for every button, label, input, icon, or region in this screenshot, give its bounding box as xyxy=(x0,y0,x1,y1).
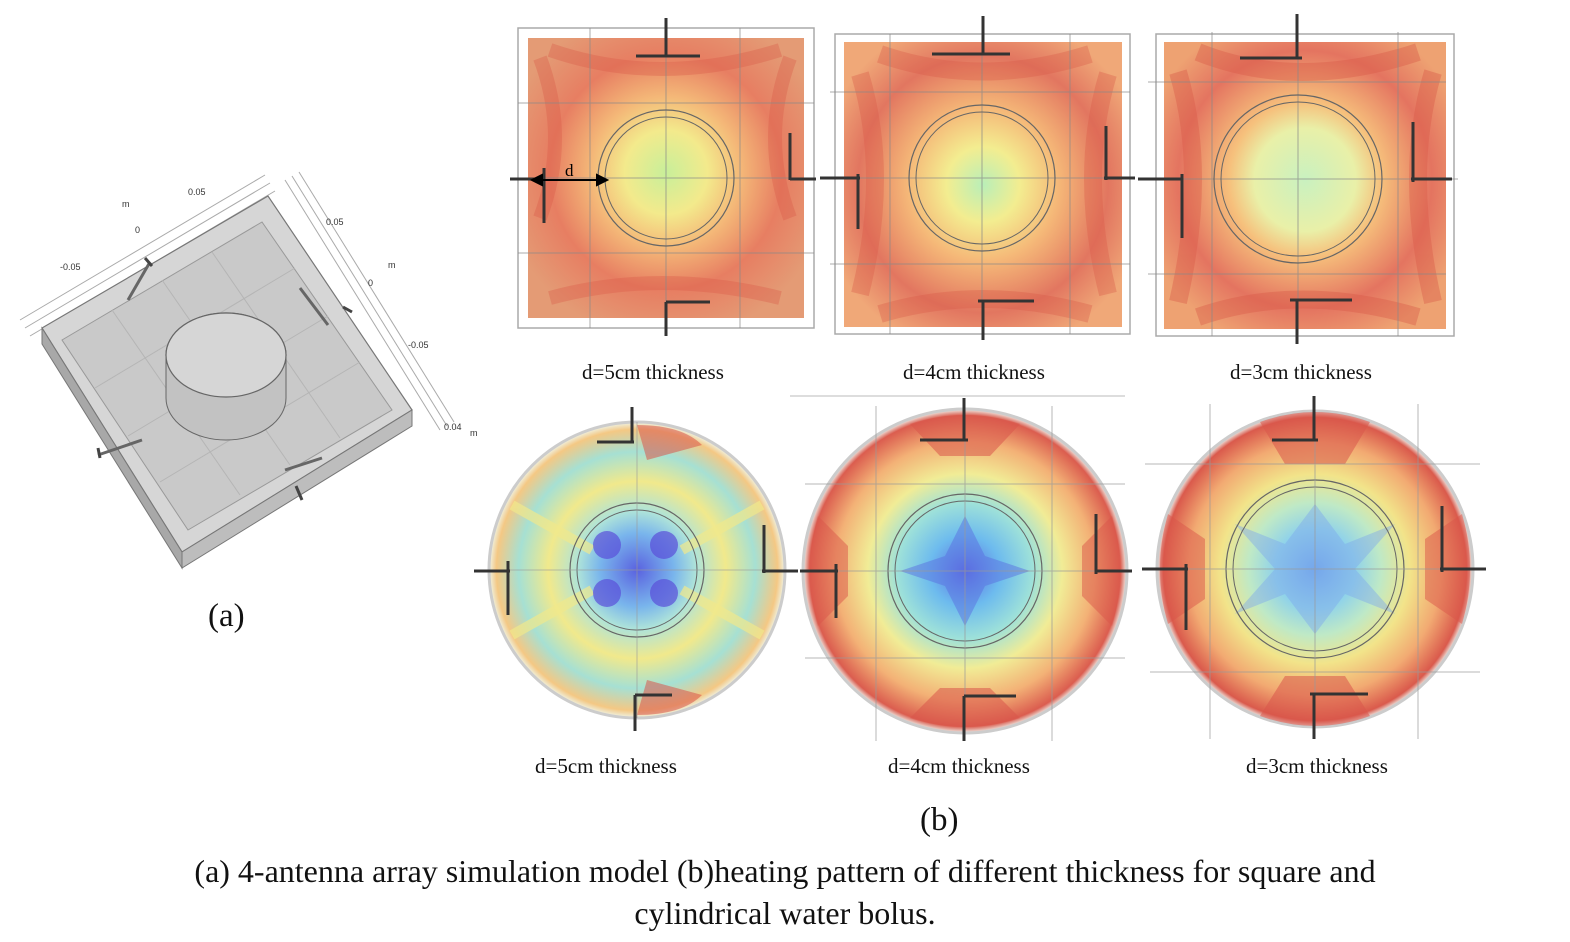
heating-pattern-square-4cm xyxy=(820,16,1135,340)
heating-pattern-square-3cm xyxy=(1138,14,1458,344)
axis-tick-label: m xyxy=(470,428,478,438)
cylinder-4cm-label: d=4cm thickness xyxy=(888,754,1030,778)
heating-pattern-cylinder-4cm xyxy=(790,395,1132,741)
axis-tick-label: 0.05 xyxy=(326,217,344,227)
heating-pattern-cylinder-3cm xyxy=(1142,396,1486,739)
axis-tick-label: -0.05 xyxy=(60,262,81,272)
axis-tick-label: -0.05 xyxy=(408,340,429,350)
cylinder-5cm-label: d=5cm thickness xyxy=(535,754,677,778)
dimension-marker-d: d xyxy=(565,161,574,180)
square-5cm-label: d=5cm thickness xyxy=(582,360,724,384)
axis-tick-label: 0.05 xyxy=(188,187,206,197)
figure-caption-line1: (a) 4-antenna array simulation model (b)… xyxy=(194,853,1376,889)
axis-tick-label: 0 xyxy=(368,278,373,288)
panel-a-label: (a) xyxy=(208,598,245,634)
axis-tick-label: m xyxy=(122,199,130,209)
axis-tick-label: 0.04 xyxy=(444,422,462,432)
axis-tick-label: 0 xyxy=(135,225,140,235)
heating-pattern-square-5cm: d xyxy=(510,18,816,336)
axis-tick-label: m xyxy=(388,260,396,270)
panel-b-label: (b) xyxy=(920,802,959,838)
heating-pattern-cylinder-5cm xyxy=(474,407,798,731)
square-4cm-label: d=4cm thickness xyxy=(903,360,1045,384)
square-3cm-label: d=3cm thickness xyxy=(1230,360,1372,384)
figure-caption-line2: cylindrical water bolus. xyxy=(634,895,936,931)
simulation-model-3d: m 0.05 0 -0.05 0.05 m 0 -0.05 0.04 m xyxy=(19,171,478,570)
cylinder-3cm-label: d=3cm thickness xyxy=(1246,754,1388,778)
